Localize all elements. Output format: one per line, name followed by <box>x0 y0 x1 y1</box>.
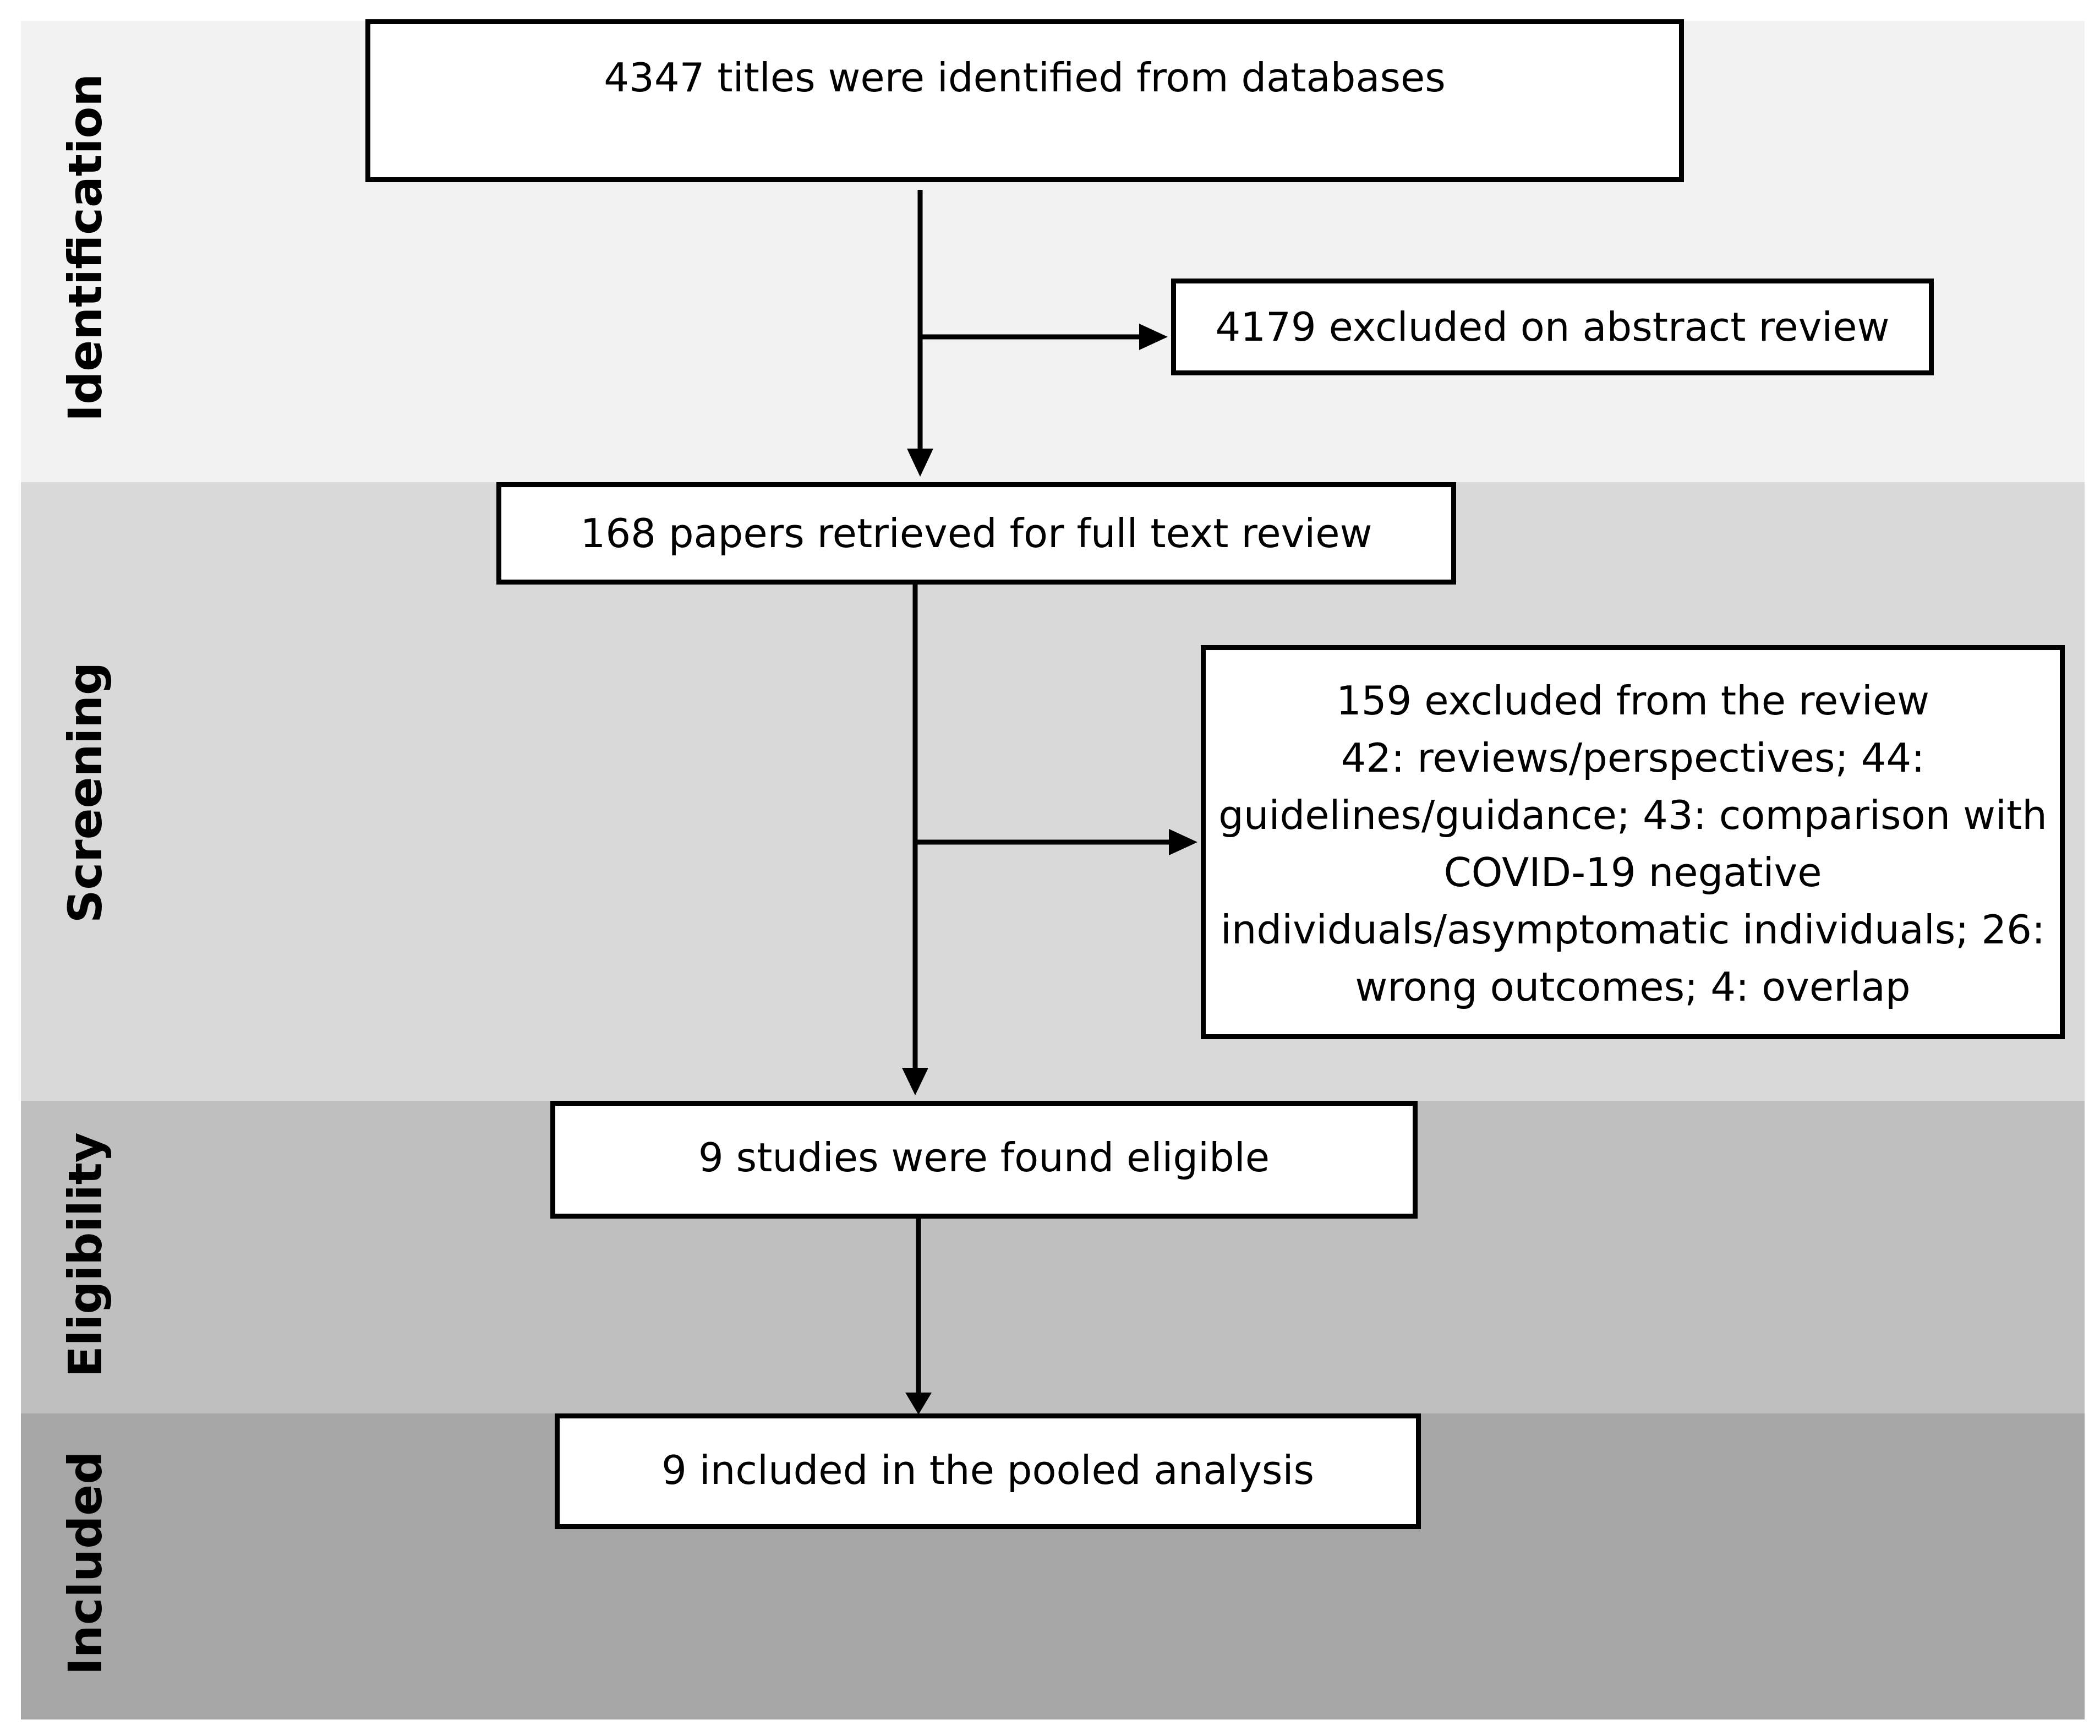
included-box: 9 included in the pooled analysis <box>555 1413 1421 1529</box>
eligible-text: 9 studies were found eligible <box>698 1134 1270 1181</box>
excluded-review-box: 159 excluded from the review 42: reviews… <box>1201 645 2065 1039</box>
full-text-text: 168 papers retrieved for full text revie… <box>580 510 1372 556</box>
eligible-box: 9 studies were found eligible <box>550 1101 1418 1219</box>
arrowhead-included <box>905 1393 932 1415</box>
full-text-box: 168 papers retrieved for full text revie… <box>496 482 1456 585</box>
arrowhead-excluded-review <box>1169 829 1197 855</box>
excluded-review-text: 159 excluded from the review 42: reviews… <box>1218 678 2047 1010</box>
abstract-excluded-text: 4179 excluded on abstract review <box>1215 304 1890 350</box>
abstract-excluded-box: 4179 excluded on abstract review <box>1171 279 1934 375</box>
identified-text: 4347 titles were identified from databas… <box>604 54 1446 101</box>
included-text: 9 included in the pooled analysis <box>661 1447 1314 1493</box>
arrowhead-eligible <box>902 1068 928 1095</box>
identified-box: 4347 titles were identified from databas… <box>365 19 1684 182</box>
arrowhead-abstract-excluded <box>1139 324 1168 350</box>
arrowhead-full-text <box>907 449 933 477</box>
